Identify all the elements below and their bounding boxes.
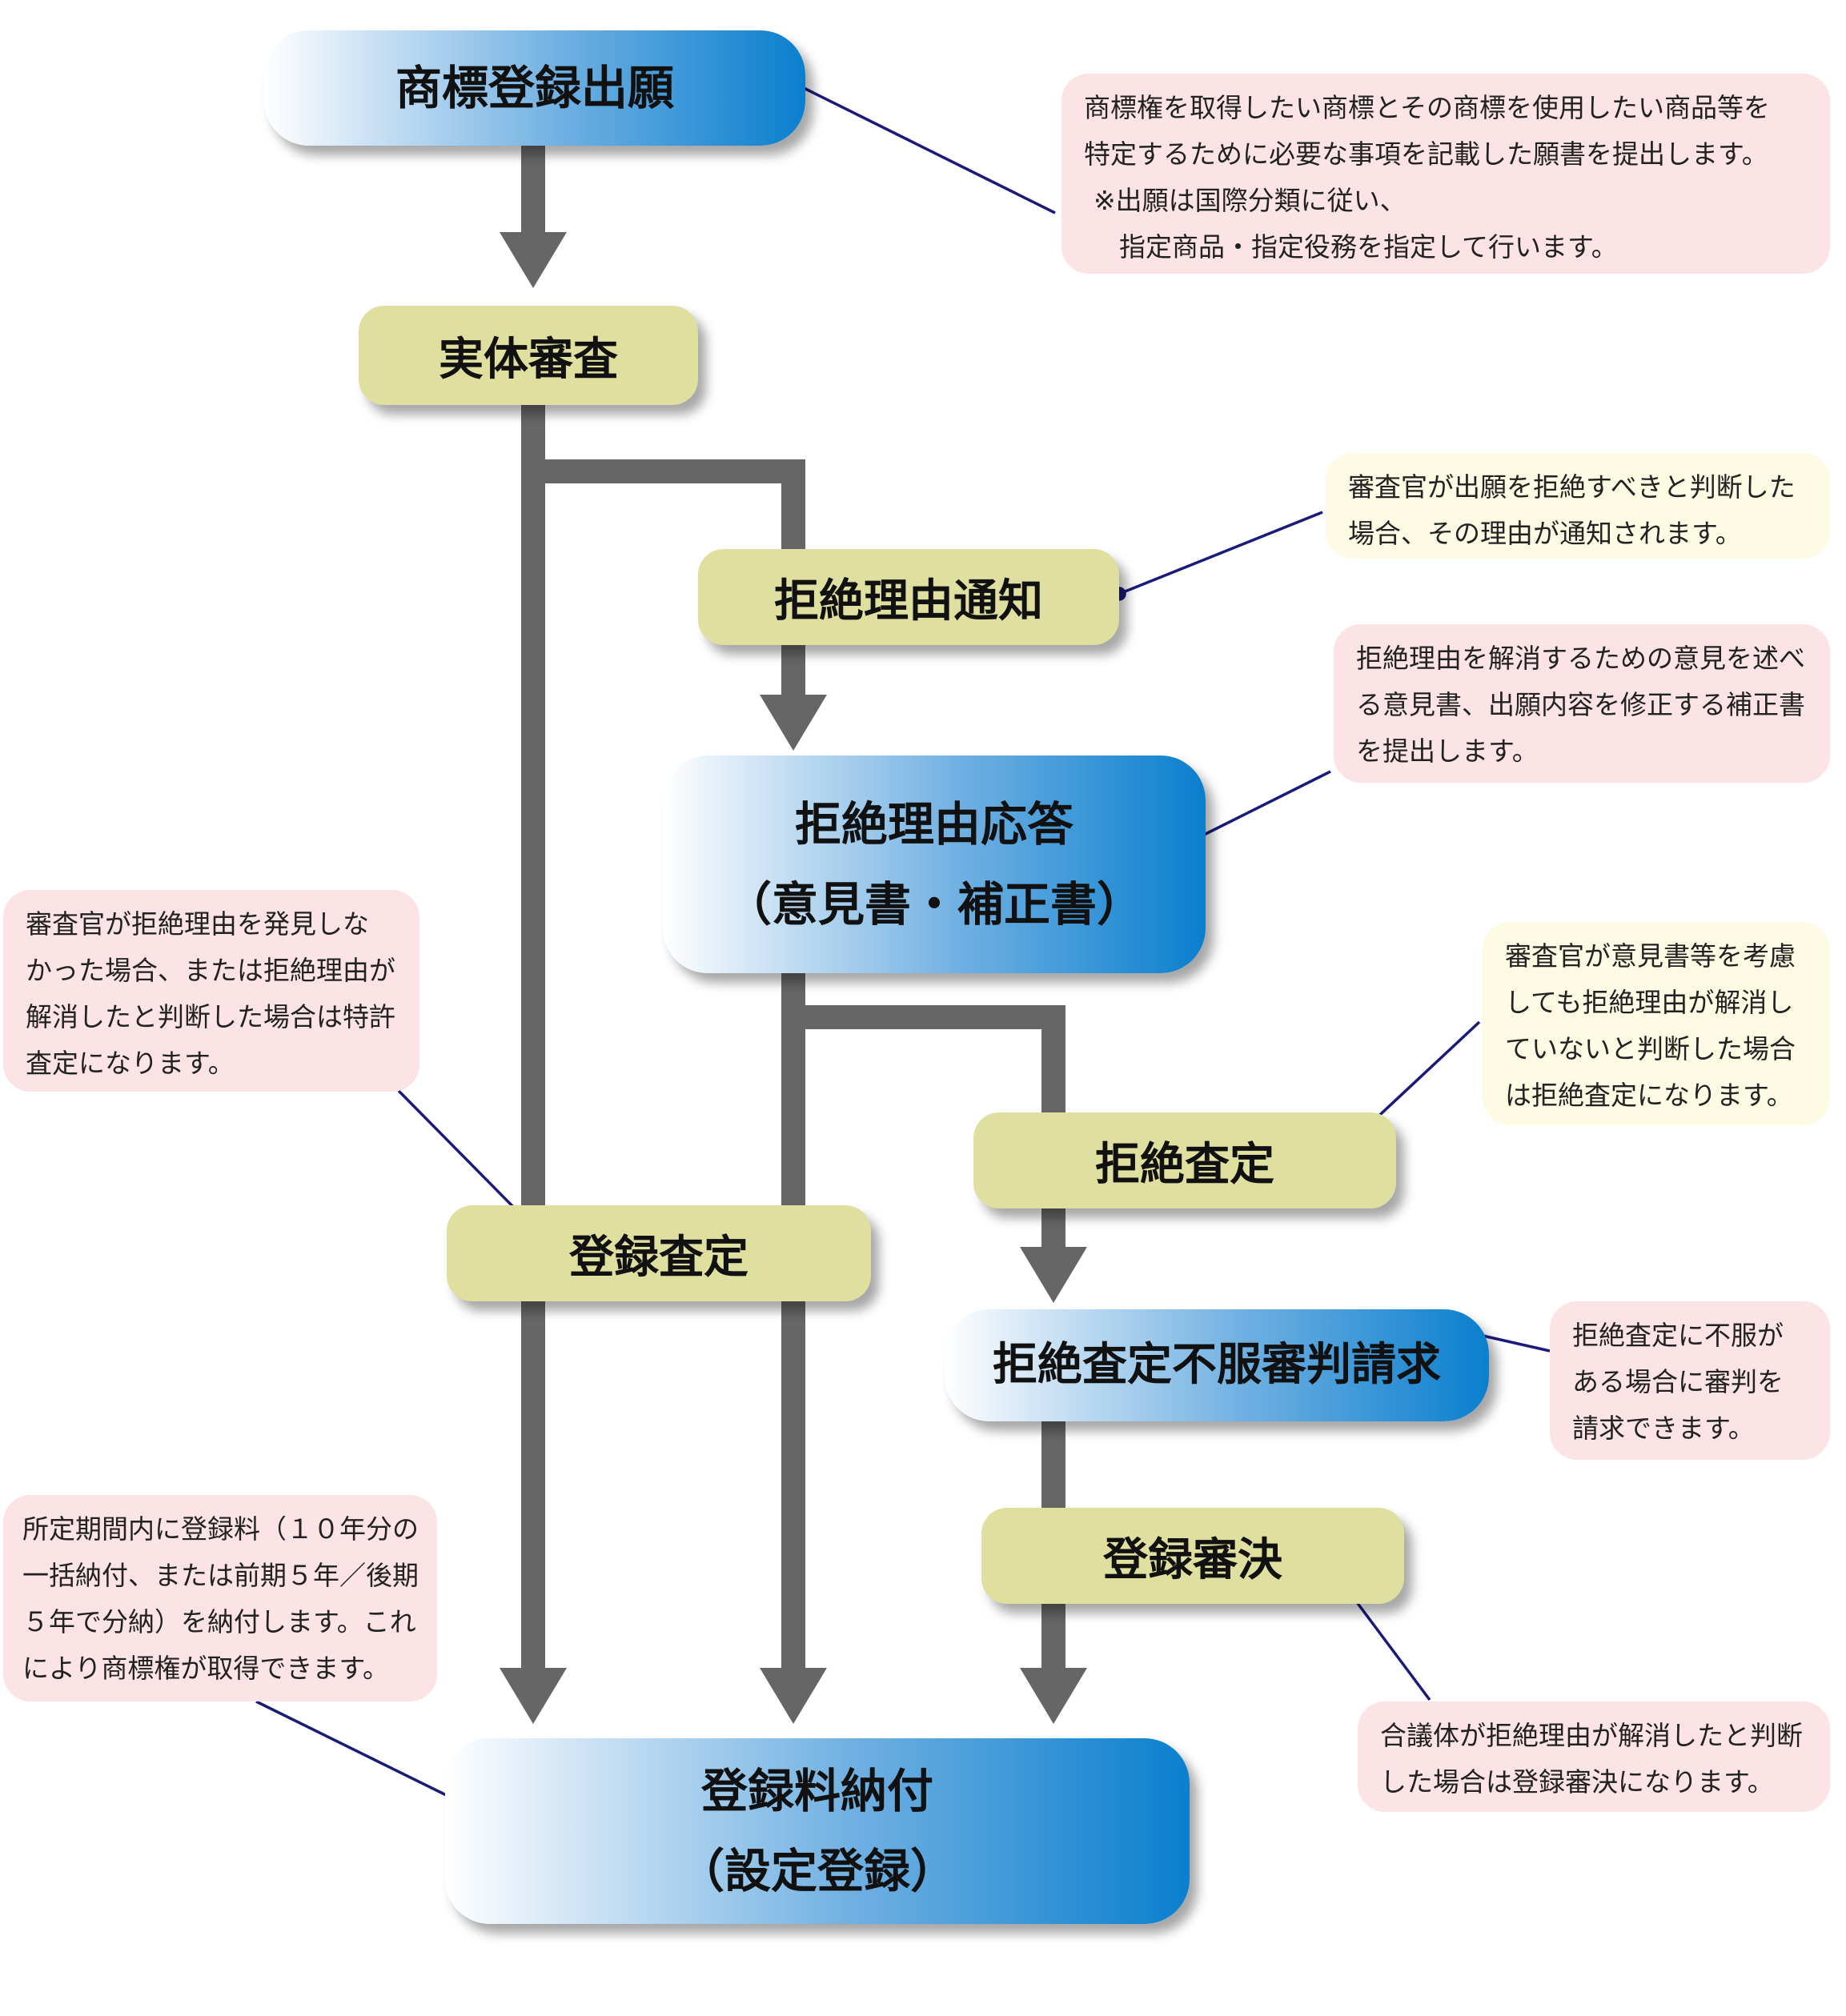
note-line: 審査官が出願を拒絶すべきと判断した <box>1348 471 1796 503</box>
note-line: した場合は登録審決になります。 <box>1380 1766 1774 1798</box>
note-line: 所定期間内に登録料（１０年分の <box>22 1513 419 1545</box>
note-line: 合議体が拒絶理由が解消したと判断 <box>1380 1720 1803 1751</box>
flow-branch <box>793 1005 1065 1029</box>
flow-arrow-shaft <box>521 146 545 235</box>
node-substantive-exam: 実体審査 <box>359 306 698 405</box>
node-registration-decision: 登録査定 <box>447 1205 871 1301</box>
node-refusal-notice: 拒絶理由通知 <box>698 549 1119 645</box>
node-label: 実体審査 <box>439 333 618 386</box>
leader-line <box>1348 1591 1431 1701</box>
note-line: しても拒絶理由が解消し <box>1505 987 1794 1018</box>
node-label-line1: 拒絶理由応答 <box>794 797 1073 852</box>
note-line: ５年で分納）を納付します。これ <box>22 1606 416 1637</box>
leader-line <box>784 77 1056 214</box>
flow-arrow-head <box>500 232 567 288</box>
flow-arrow-head <box>1020 1247 1087 1303</box>
note-application: 商標権を取得したい商標とその商標を使用したい商品等を 特定するために必要な事項を… <box>1061 74 1830 274</box>
flow-arrow-shaft <box>1041 1421 1065 1508</box>
node-refusal-decision: 拒絶査定 <box>973 1112 1396 1208</box>
note-line: は拒絶査定になります。 <box>1505 1080 1793 1111</box>
note-line: を提出します。 <box>1356 735 1539 767</box>
leader-line <box>397 1089 522 1216</box>
node-label-line2: （意見書・補正書） <box>724 877 1143 932</box>
note-appeal-registration: 合議体が拒絶理由が解消したと判断 した場合は登録審決になります。 <box>1358 1701 1830 1812</box>
flow-branch <box>1041 1005 1065 1112</box>
flow-arrow-head <box>760 695 827 751</box>
note-line: 審査官が意見書等を考慮 <box>1505 940 1796 972</box>
flow-trunk <box>781 973 805 1673</box>
flow-arrow-head <box>500 1668 567 1724</box>
flow-arrow-head <box>1020 1668 1087 1724</box>
flow-arrow-shaft <box>1041 1604 1065 1673</box>
node-label: 拒絶理由通知 <box>774 575 1043 627</box>
note-line: により商標権が取得できます。 <box>22 1653 390 1684</box>
node-label: 登録査定 <box>569 1231 748 1284</box>
note-line: ていないと判断した場合 <box>1505 1033 1796 1064</box>
flow-branch <box>781 459 805 552</box>
note-line: る意見書、出願内容を修正する補正書 <box>1356 689 1805 720</box>
leader-line <box>1118 511 1323 595</box>
note-fee: 所定期間内に登録料（１０年分の 一括納付、または前期５年／後期 ５年で分納）を納… <box>3 1495 437 1701</box>
node-label-line1: 登録料納付 <box>700 1764 933 1818</box>
note-line: 商標権を取得したい商標とその商標を使用したい商品等を <box>1084 92 1771 123</box>
node-label-line2: （設定登録） <box>677 1844 957 1898</box>
node-appeal: 拒絶査定不服審判請求 <box>945 1309 1489 1421</box>
node-fee-payment: 登録料納付 （設定登録） <box>445 1738 1190 1924</box>
flow-arrow-shaft <box>1041 1208 1065 1252</box>
note-line: 拒絶理由を解消するための意見を述べ <box>1356 643 1805 674</box>
leader-line <box>255 1700 480 1813</box>
leader-line <box>1192 770 1331 842</box>
node-label: 商標登録出願 <box>395 61 674 115</box>
note-registration-decision: 審査官が拒絶理由を発見しな かった場合、または拒絶理由が 解消したと判断した場合… <box>3 890 419 1092</box>
node-application: 商標登録出願 <box>264 30 805 146</box>
note-line: ※出願は国際分類に従い、 <box>1094 185 1407 216</box>
node-label: 登録審決 <box>1103 1533 1282 1586</box>
note-line: 審査官が拒絶理由を発見しな <box>26 908 369 940</box>
node-response: 拒絶理由応答 （意見書・補正書） <box>663 755 1206 973</box>
note-line: 拒絶査定に不服が <box>1572 1320 1784 1351</box>
note-appeal: 拒絶査定に不服が ある場合に審判を 請求できます。 <box>1550 1301 1830 1460</box>
note-line: 特定するために必要な事項を記載した願書を提出します。 <box>1084 138 1768 170</box>
note-line: 一括納付、または前期５年／後期 <box>22 1560 419 1591</box>
note-line: 査定になります。 <box>26 1048 235 1079</box>
note-line: 解消したと判断した場合は特許 <box>26 1001 395 1032</box>
note-refusal-decision: 審査官が意見書等を考慮 しても拒絶理由が解消し ていないと判断した場合 は拒絶査… <box>1483 922 1830 1125</box>
note-line: かった場合、または拒絶理由が <box>26 955 395 986</box>
node-appeal-registration: 登録審決 <box>981 1508 1404 1604</box>
flow-arrow-head <box>760 1668 827 1724</box>
node-label: 拒絶査定 <box>1095 1138 1274 1191</box>
note-line: 指定商品・指定役務を指定して行います。 <box>1119 231 1618 263</box>
note-response: 拒絶理由を解消するための意見を述べ る意見書、出願内容を修正する補正書 を提出し… <box>1334 624 1830 783</box>
flow-branch <box>533 459 805 483</box>
note-line: 場合、その理由が通知されます。 <box>1348 518 1742 549</box>
flow-trunk <box>521 405 545 1673</box>
note-line: ある場合に審判を <box>1572 1366 1784 1397</box>
note-line: 請求できます。 <box>1572 1413 1755 1444</box>
note-refusal-notice: 審査官が出願を拒絶すべきと判断した 場合、その理由が通知されます。 <box>1326 453 1830 559</box>
node-label: 拒絶査定不服審判請求 <box>993 1339 1441 1391</box>
